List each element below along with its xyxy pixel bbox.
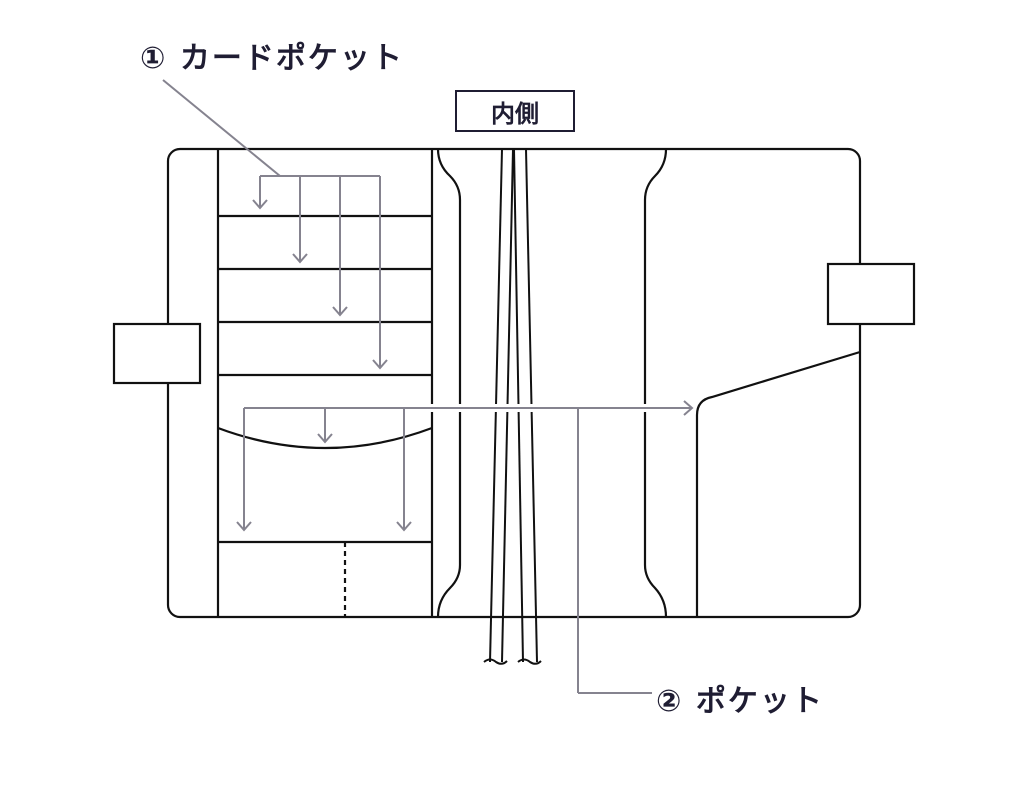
pocket-label: ② ポケット <box>656 684 824 719</box>
card-pocket-label: ① カードポケット <box>140 41 404 76</box>
pocket-leader <box>236 400 694 694</box>
spine-right <box>643 148 668 618</box>
card-slots <box>218 214 432 377</box>
left-tab <box>112 322 202 385</box>
right-tab <box>826 262 916 326</box>
spine-left <box>436 148 462 618</box>
right-pocket <box>695 350 861 617</box>
card-pocket-leader <box>162 79 388 370</box>
inside-label: 内側 <box>455 90 575 132</box>
